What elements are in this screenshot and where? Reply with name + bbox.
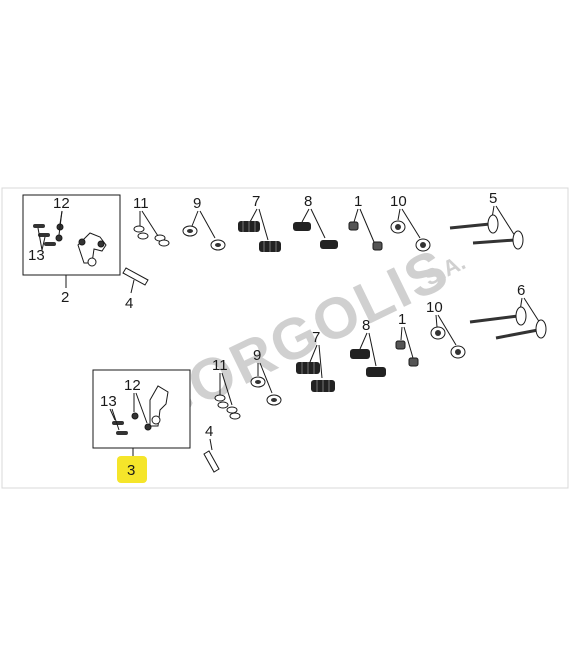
pin-top [122, 267, 149, 286]
valve-springs-outer-bottom [296, 362, 335, 392]
valve-keepers-bottom [214, 394, 241, 420]
callout-1-top: 1 [354, 193, 362, 210]
valves-bottom [469, 306, 547, 340]
spring-seats-top [390, 220, 431, 252]
valve-retainers-bottom [250, 376, 282, 406]
valve-springs-outer-top [238, 221, 281, 252]
callout-2: 2 [61, 289, 69, 306]
callout-4-bottom: 4 [205, 423, 213, 440]
valves-top [449, 214, 524, 250]
valve-stem-seals-top [348, 221, 383, 251]
valve-retainers-top [182, 225, 226, 251]
spring-seats-bottom [430, 326, 466, 359]
diagram-frame [1, 187, 569, 489]
callout-11-bottom: 11 [212, 357, 228, 374]
callout-3-highlight [117, 456, 147, 483]
callout-5: 5 [489, 190, 497, 207]
callout-7-bottom: 7 [312, 329, 320, 346]
valve-keepers-top [133, 225, 170, 247]
callout-8-bottom: 8 [362, 317, 370, 334]
callout-9-top: 9 [193, 195, 201, 212]
callout-13-top: 13 [28, 247, 45, 264]
callout-12-bottom: 12 [124, 377, 141, 394]
valve-springs-inner-top [293, 222, 338, 249]
callout-11-top: 11 [133, 195, 149, 212]
rocker-arm-assembly-bottom [112, 385, 169, 435]
valve-springs-inner-bottom [350, 349, 386, 377]
callout-4-top: 4 [125, 295, 133, 312]
callout-1-bottom: 1 [398, 311, 406, 328]
callout-9-bottom: 9 [253, 347, 261, 364]
pin-bottom [203, 450, 220, 473]
callout-6: 6 [517, 282, 525, 299]
callout-10-bottom: 10 [426, 299, 443, 316]
callout-3: 3 [127, 462, 135, 479]
valve-stem-seals-bottom [395, 340, 419, 367]
rocker-arm-assembly-top [33, 223, 107, 267]
callout-12-top: 12 [53, 195, 70, 212]
callout-13-bottom: 13 [100, 393, 117, 410]
callout-7-top: 7 [252, 193, 260, 210]
callout-10-top: 10 [390, 193, 407, 210]
callout-8-top: 8 [304, 193, 312, 210]
